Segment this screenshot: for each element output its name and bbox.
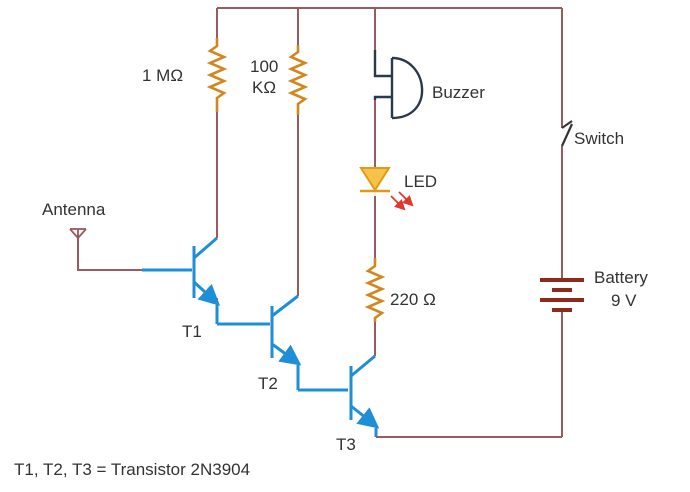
battery-voltage-label: 9 V [611, 291, 637, 310]
wires [77, 7, 563, 438]
buzzer-label: Buzzer [432, 83, 485, 102]
t1-label: T1 [182, 322, 202, 341]
r1-label: 1 MΩ [142, 66, 183, 85]
battery-symbol [540, 278, 584, 312]
led-symbol [359, 167, 414, 211]
antenna-wire [77, 234, 142, 271]
battery-label: Battery [594, 268, 648, 287]
antenna-label: Antenna [42, 200, 106, 219]
buzzer-symbol [373, 50, 424, 120]
r3-label: 220 Ω [390, 290, 436, 309]
r2-unit-label: KΩ [252, 78, 276, 97]
transistor-note: T1, T2, T3 = Transistor 2N3904 [14, 460, 250, 479]
transistor-t2 [270, 294, 348, 392]
antenna-symbol [69, 228, 87, 240]
switch-label: Switch [574, 129, 624, 148]
t2-label: T2 [258, 374, 278, 393]
switch-symbol [560, 120, 574, 147]
led-label: LED [404, 172, 437, 191]
resistor-r1 [206, 38, 228, 112]
r2-value-label: 100 [250, 57, 278, 76]
transistor-t3 [349, 354, 380, 437]
resistor-r2 [287, 45, 309, 115]
t3-label: T3 [336, 435, 356, 454]
transistor-t1 [142, 236, 270, 326]
resistor-r3 [364, 258, 386, 322]
